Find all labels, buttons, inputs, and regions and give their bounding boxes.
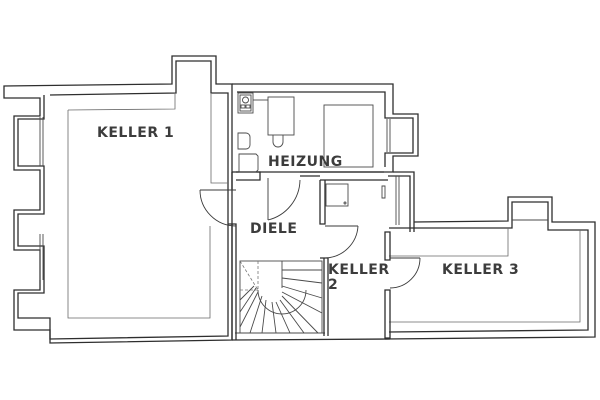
door-heizung	[267, 178, 301, 221]
shower-tray-icon	[325, 183, 349, 207]
washbasin-icon	[238, 153, 259, 173]
doors	[199, 178, 421, 289]
inner-lines	[67, 94, 581, 323]
door-keller3	[389, 257, 421, 289]
door-keller1	[199, 189, 237, 227]
label-diele: DIELE	[250, 221, 297, 237]
heating-unit-icon	[323, 104, 374, 168]
label-keller1: KELLER 1	[97, 125, 174, 141]
label-keller3: KELLER 3	[442, 262, 519, 278]
spiral-staircase	[239, 260, 323, 334]
outer-walls	[3, 55, 596, 344]
boiler-tank-icon	[267, 96, 295, 148]
label-heizung: HEIZUNG	[268, 154, 343, 170]
stove-icon	[237, 92, 268, 114]
interior-walls	[228, 171, 391, 340]
door-keller2	[324, 225, 359, 259]
label-keller2-line1: KELLER	[328, 262, 390, 278]
label-keller2-line2: 2	[328, 277, 338, 293]
toilet-icon	[237, 132, 251, 150]
fixtures	[237, 92, 374, 207]
room-labels: KELLER 1 HEIZUNG DIELE KELLER 2 KELLER 3	[97, 125, 519, 293]
